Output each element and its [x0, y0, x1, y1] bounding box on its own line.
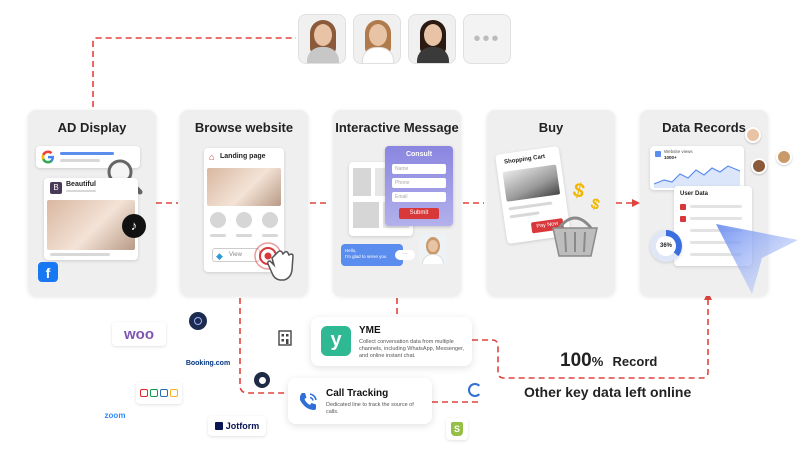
stage-buy: Buy Shopping Cart Pay Now $ $: [487, 110, 615, 296]
stage-title: Data Records: [662, 120, 746, 135]
integration-badge-icon: [189, 312, 207, 330]
phone-icon: [299, 393, 317, 410]
pointer-arrow-icon: [716, 224, 798, 294]
call-tracking-description: Dedicated line to track the source of ca…: [326, 402, 414, 415]
percent-donut: 36%: [650, 230, 682, 262]
user-data-label: User Data: [680, 191, 709, 197]
facebook-icon: f: [38, 262, 58, 282]
email-field[interactable]: Email: [392, 192, 446, 202]
call-tracking-title: Call Tracking: [326, 388, 389, 399]
chat-bubble: Hello, I'm glad to serve you: [341, 244, 403, 266]
brand-name: Beautiful: [66, 181, 96, 188]
click-target-icon: [254, 242, 294, 281]
ad-image: [47, 200, 135, 250]
stage-interactive-message: Interactive Message Consult Name Phone E…: [333, 110, 461, 296]
brand-badge: B: [50, 182, 62, 194]
avatar-customer-1: [298, 14, 346, 64]
woo-logo: woo: [112, 322, 166, 346]
website-views-label: Website views: [664, 149, 693, 154]
chart-icon: [655, 151, 661, 157]
yme-description: Collect conversation data from multiple …: [359, 339, 465, 359]
dollar-icon: $: [570, 178, 587, 204]
ad-card: B Beautiful: [44, 178, 138, 260]
cart-title: Shopping Cart: [503, 153, 546, 166]
chat-app-icon: [254, 372, 270, 388]
phone-field[interactable]: Phone: [392, 178, 446, 188]
record-label: Record: [612, 354, 658, 369]
building-icon: [278, 330, 292, 346]
product-image: [502, 164, 561, 202]
mini-avatar: [776, 149, 792, 165]
sync-icon: [468, 383, 482, 397]
yme-box: y YME Collect conversation data from mul…: [311, 317, 472, 366]
views-sparkline: [654, 165, 740, 188]
home-icon: ⌂: [209, 152, 215, 162]
more-avatars-icon: •••: [463, 14, 511, 64]
landing-page-card: ⌂ Landing page ◆ View: [204, 148, 284, 272]
left-online-text: Other key data left online: [524, 384, 692, 400]
mini-avatar: [751, 158, 767, 174]
jotform-icon: [214, 422, 223, 430]
landing-page-label: Landing page: [220, 153, 266, 160]
google-icon: [41, 150, 54, 164]
call-tracking-box: Call Tracking Dedicated line to track th…: [288, 378, 432, 424]
zoom-logo: zoom: [104, 410, 126, 420]
views-count: 1000+: [664, 155, 677, 160]
user-data-card: User Data: [674, 186, 752, 266]
booking-logo: Booking.com: [185, 359, 231, 367]
agent-avatar: [419, 234, 447, 264]
shopify-icon: S: [446, 418, 468, 440]
stage-ad-display: AD Display B Beautiful ♪ f: [28, 110, 156, 296]
stage-title: Interactive Message: [335, 120, 459, 135]
stage-browse-website: Browse website ⌂ Landing page ◆ View: [180, 110, 308, 296]
record-percent: 100% Record: [560, 350, 658, 371]
jotform-logo: Jotform: [208, 416, 266, 436]
stage-title: Browse website: [194, 120, 294, 135]
stage-title: Buy: [538, 120, 564, 135]
consult-title: Consult: [405, 151, 433, 158]
landing-image: [207, 168, 281, 206]
mini-avatar: [745, 127, 761, 143]
name-field[interactable]: Name: [392, 164, 446, 174]
yme-title: YME: [359, 325, 381, 336]
consult-form: Consult Name Phone Email Submit: [385, 146, 453, 226]
avatar-customer-2: [353, 14, 401, 64]
stage-title: AD Display: [57, 120, 127, 135]
cube-icon: ◆: [216, 251, 223, 261]
avatar-customer-3: [408, 14, 456, 64]
yme-logo-icon: y: [321, 326, 351, 356]
basket-icon: [552, 216, 598, 257]
zoho-logo-icon: [136, 382, 182, 404]
dollar-icon: $: [588, 195, 602, 214]
tiktok-icon: ♪: [122, 214, 146, 238]
typing-indicator: ···: [395, 250, 415, 260]
stage-data-records: Data Records Website views 1000+ User Da…: [640, 110, 798, 296]
submit-button[interactable]: Submit: [399, 208, 439, 219]
percent-value: 36%: [656, 236, 676, 256]
website-views-card: Website views 1000+: [650, 146, 744, 190]
